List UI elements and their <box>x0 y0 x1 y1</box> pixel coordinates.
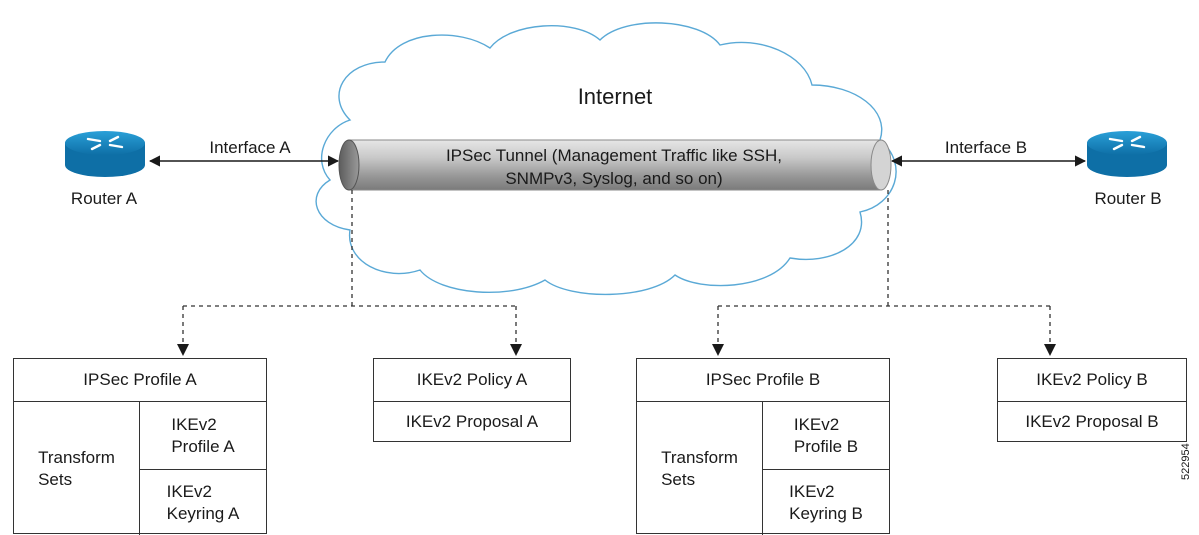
ikev2-policy-b-title: IKEv2 Policy B <box>1036 370 1148 389</box>
ipsec-profile-b-box: IPSec Profile B Transform Sets IKEv2 Pro… <box>636 358 890 535</box>
ikev2-keyring-b: IKEv2 Keyring B <box>762 469 889 535</box>
dashed-connector-b <box>717 190 1051 344</box>
tunnel-label-line1: IPSec Tunnel (Management Traffic like SS… <box>446 146 782 165</box>
router-a-label: Router A <box>71 189 138 208</box>
ipsec-profile-a-box: IPSec Profile A Transform Sets IKEv2 Pro… <box>13 358 267 535</box>
ikev2-profile-a: IKEv2 Profile A <box>139 401 266 469</box>
ikev2-keyring-a: IKEv2 Keyring A <box>139 469 266 535</box>
ikev2-proposal-b: IKEv2 Proposal B <box>998 401 1186 441</box>
arrowhead-to-ipsec-profile-b <box>712 344 724 356</box>
arrowhead-to-ikev2-policy-a <box>510 344 522 356</box>
ikev2-policy-a-box: IKEv2 Policy A IKEv2 Proposal A <box>373 358 571 442</box>
arrowhead-to-ikev2-policy-b <box>1044 344 1056 356</box>
router-a-icon <box>65 131 145 177</box>
ipsec-profile-a-title: IPSec Profile A <box>83 370 197 389</box>
ikev2-proposal-a: IKEv2 Proposal A <box>374 401 570 441</box>
router-b-label: Router B <box>1094 189 1161 208</box>
interface-b-label: Interface B <box>945 138 1027 157</box>
figure-id: 522954 <box>1180 443 1192 480</box>
ipsec-profile-b-title: IPSec Profile B <box>705 370 821 389</box>
ipsec-tunnel <box>338 139 892 191</box>
ikev2-profile-b: IKEv2 Profile B <box>762 401 889 469</box>
ikev2-policy-a-title: IKEv2 Policy A <box>416 370 528 389</box>
interface-a-label: Interface A <box>209 138 291 157</box>
ikev2-policy-b-box: IKEv2 Policy B IKEv2 Proposal B <box>997 358 1187 442</box>
dashed-connector-a <box>182 190 517 344</box>
router-b-icon <box>1087 131 1167 177</box>
tunnel-label-line2: SNMPv3, Syslog, and so on) <box>505 169 722 188</box>
cloud-label: Internet <box>578 84 653 109</box>
transform-sets-b: Transform Sets <box>637 401 762 535</box>
arrowhead-to-ipsec-profile-a <box>177 344 189 356</box>
transform-sets-a: Transform Sets <box>14 401 139 535</box>
